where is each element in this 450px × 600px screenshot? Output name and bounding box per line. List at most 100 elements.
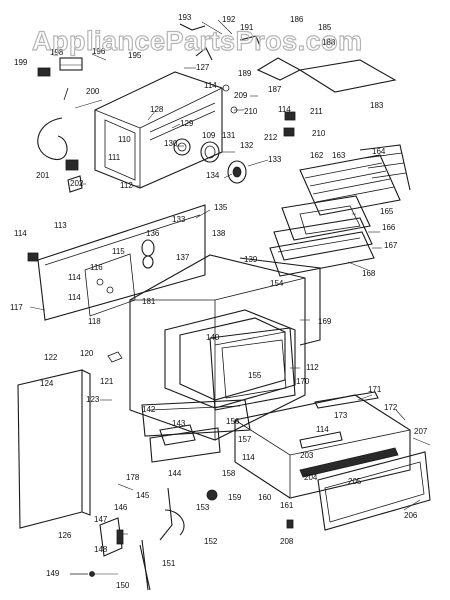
callout-137: 137 xyxy=(176,253,190,262)
callout-126: 126 xyxy=(58,531,72,540)
callout-162: 162 xyxy=(310,151,324,160)
callout-166: 166 xyxy=(382,223,396,232)
callout-146: 146 xyxy=(114,503,128,512)
dial-knob xyxy=(227,160,247,184)
callout-207: 207 xyxy=(414,427,428,436)
callout-195: 195 xyxy=(128,51,142,60)
oven-door-inner xyxy=(209,327,296,411)
top-brackets xyxy=(179,23,302,137)
callout-185: 185 xyxy=(318,23,332,32)
callout-134: 134 xyxy=(206,171,220,180)
callout-112-mid: 112 xyxy=(306,363,319,372)
callout-labels: 193 192 191 186 185 188 198 196 199 195 … xyxy=(10,13,428,590)
callout-208: 208 xyxy=(280,537,294,546)
callout-183: 183 xyxy=(370,101,384,110)
callout-147: 147 xyxy=(94,515,108,524)
callout-206: 206 xyxy=(404,511,418,520)
callout-170: 170 xyxy=(296,377,310,386)
bracket-strip xyxy=(149,427,221,463)
callout-133-mid: 133 xyxy=(172,215,186,224)
drawer-slide-rail xyxy=(299,391,379,449)
callout-113: 113 xyxy=(54,221,67,230)
callout-204: 204 xyxy=(304,473,318,482)
callout-210-lower: 210 xyxy=(312,129,326,138)
callout-143: 143 xyxy=(172,419,186,428)
callout-160: 160 xyxy=(258,493,272,502)
callout-130: 130 xyxy=(164,139,178,148)
callout-156: 156 xyxy=(226,417,240,426)
callout-129: 129 xyxy=(180,119,194,128)
callout-116: 116 xyxy=(90,263,103,272)
callout-209: 209 xyxy=(234,91,248,100)
callout-133-top: 133 xyxy=(268,155,282,164)
callout-154: 154 xyxy=(270,279,284,288)
callout-124: 124 xyxy=(40,379,54,388)
callout-112-top: 112 xyxy=(120,181,133,190)
callout-149: 149 xyxy=(46,569,60,578)
callout-167: 167 xyxy=(384,241,398,250)
callout-140: 140 xyxy=(206,333,220,342)
callout-114-right: 114 xyxy=(278,105,291,114)
gasket-ring xyxy=(200,141,220,163)
callout-199: 199 xyxy=(14,58,28,67)
terminal-block xyxy=(37,57,83,193)
callout-202: 202 xyxy=(70,179,84,188)
oven-cabinet xyxy=(129,254,321,441)
leveling-leg-assembly xyxy=(99,424,294,591)
callout-111: 111 xyxy=(108,153,121,162)
oven-rack-assembly xyxy=(299,144,411,216)
lower-side-panel xyxy=(17,369,91,529)
callout-148: 148 xyxy=(94,545,108,554)
callout-205: 205 xyxy=(348,477,362,486)
callout-157: 157 xyxy=(238,435,252,444)
broiler-pan xyxy=(269,195,375,277)
callout-159: 159 xyxy=(228,493,242,502)
callout-201: 201 xyxy=(36,171,50,180)
callout-212: 212 xyxy=(264,133,278,142)
callout-210-upper: 210 xyxy=(244,107,258,116)
callout-196: 196 xyxy=(92,47,106,56)
callout-191: 191 xyxy=(240,23,254,32)
callout-118: 118 xyxy=(88,317,101,326)
callout-123: 123 xyxy=(86,395,100,404)
callout-131: 131 xyxy=(222,131,236,140)
callout-168: 168 xyxy=(362,269,376,278)
callout-186: 186 xyxy=(290,15,304,24)
callout-145: 145 xyxy=(136,491,150,500)
callout-136: 136 xyxy=(146,229,160,238)
leader-lines xyxy=(29,19,431,575)
callout-178: 178 xyxy=(126,473,140,482)
callout-181: 181 xyxy=(142,297,156,306)
callout-139: 139 xyxy=(244,255,258,264)
callout-127: 127 xyxy=(196,63,210,72)
callout-193: 193 xyxy=(178,13,192,22)
callout-128: 128 xyxy=(150,105,164,114)
callout-198: 198 xyxy=(50,48,64,57)
callout-165: 165 xyxy=(380,207,394,216)
callout-192: 192 xyxy=(222,15,236,24)
cooktop-cover-plate xyxy=(298,59,397,93)
callout-132: 132 xyxy=(240,141,254,150)
callout-153: 153 xyxy=(196,503,210,512)
callout-142: 142 xyxy=(142,405,156,414)
screw-part xyxy=(70,351,123,577)
callout-114-mid2: 114 xyxy=(68,293,81,302)
callout-172: 172 xyxy=(384,403,398,412)
callout-161: 161 xyxy=(280,501,294,510)
callout-151: 151 xyxy=(162,559,176,568)
callout-150: 150 xyxy=(116,581,130,590)
callout-173: 173 xyxy=(334,411,348,420)
callout-114-mid1: 114 xyxy=(68,273,81,282)
callout-203: 203 xyxy=(300,451,314,460)
callout-158: 158 xyxy=(222,469,236,478)
callout-114-drawer: 114 xyxy=(316,425,329,434)
callout-164: 164 xyxy=(372,147,386,156)
callout-171: 171 xyxy=(368,385,382,394)
callout-114-bottom: 114 xyxy=(242,453,255,462)
callout-211: 211 xyxy=(310,107,323,116)
callout-135: 135 xyxy=(214,203,228,212)
callout-115: 115 xyxy=(112,247,125,256)
callout-114-top: 114 xyxy=(204,81,217,90)
callout-138: 138 xyxy=(212,229,226,238)
